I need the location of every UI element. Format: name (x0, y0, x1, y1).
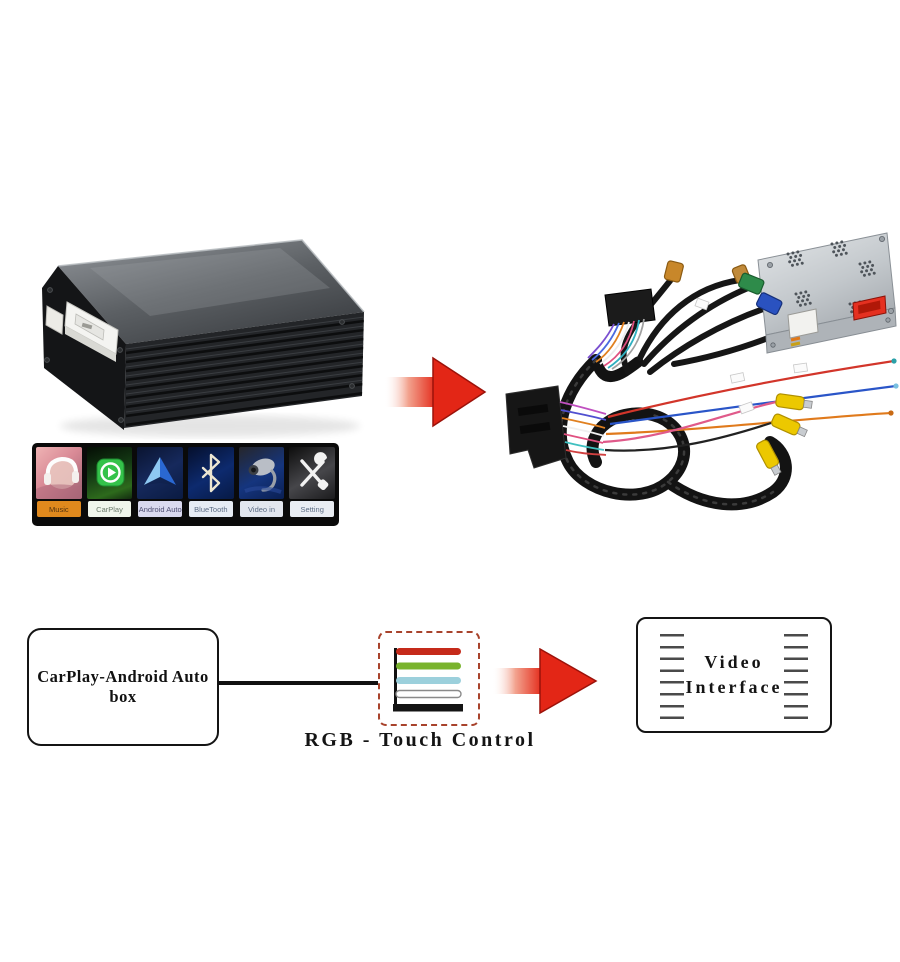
main-connector (64, 301, 119, 362)
rgb-wire-bundle (393, 648, 463, 712)
screws (44, 287, 355, 423)
carplay-box-photo (42, 239, 365, 437)
menu-tile-music: Music (36, 447, 82, 522)
video-interface-label-line2: Interface (685, 677, 783, 697)
connector-line (218, 681, 396, 685)
green-fakra (738, 272, 765, 295)
box-front-face (42, 266, 126, 430)
aux-connector (45, 305, 64, 335)
unit-screws (766, 236, 894, 348)
settings-icon (289, 447, 336, 499)
menu-label: Music (37, 501, 81, 517)
car-menu-screenshot: Music CarPlay Android Auto (32, 443, 339, 526)
video-interface-label-line1: Video (704, 652, 764, 672)
pin-column-right (784, 634, 808, 722)
braided-cables (554, 354, 792, 511)
wiring-harness-photo (505, 232, 899, 511)
arrow-right-icon (385, 356, 487, 428)
menu-tile-android-auto: Android Auto (137, 447, 184, 522)
carplay-box-node: CarPlay-Android Auto box (27, 628, 219, 746)
carplay-box-label: CarPlay-Android Auto box (37, 667, 209, 706)
fakra-connectors (663, 260, 783, 316)
cooling-fins (125, 316, 364, 427)
menu-tile-bluetooth: BlueTooth (188, 447, 234, 522)
menu-label: BlueTooth (189, 501, 233, 517)
quadlock-connector-small (587, 288, 656, 370)
bluetooth-icon (188, 447, 234, 499)
menu-label: CarPlay (87, 501, 132, 517)
pin-column-left (660, 634, 684, 722)
box-top-face (58, 240, 364, 344)
video-interface-unit (757, 232, 897, 354)
rca-connectors (756, 393, 813, 476)
menu-label: Video in (239, 501, 284, 517)
menu-label: Android Auto (138, 501, 183, 517)
menu-tile-video-in: Video in (238, 447, 285, 522)
video-in-icon (238, 447, 285, 499)
menu-tile-setting: Setting (289, 447, 336, 522)
rgb-caption: RGB - Touch Control (304, 729, 536, 751)
rgb-touch-control-node (378, 631, 480, 726)
menu-tile-carplay: CarPlay (86, 447, 133, 522)
quadlock-connector-large (505, 385, 607, 469)
box-shadow (60, 415, 360, 437)
carplay-icon (86, 447, 133, 499)
video-interface-node: Video Interface (636, 617, 832, 733)
white-connector (787, 308, 819, 339)
android-auto-icon (137, 447, 184, 499)
wire-labels (694, 297, 808, 415)
arrow-right-icon (493, 648, 598, 714)
video-interface-label: Video Interface (686, 650, 783, 700)
orange-fakra (663, 260, 684, 283)
blue-fakra (756, 292, 783, 316)
music-photo-icon (36, 447, 82, 499)
signal-wires (602, 358, 899, 452)
menu-label: Setting (290, 501, 335, 517)
